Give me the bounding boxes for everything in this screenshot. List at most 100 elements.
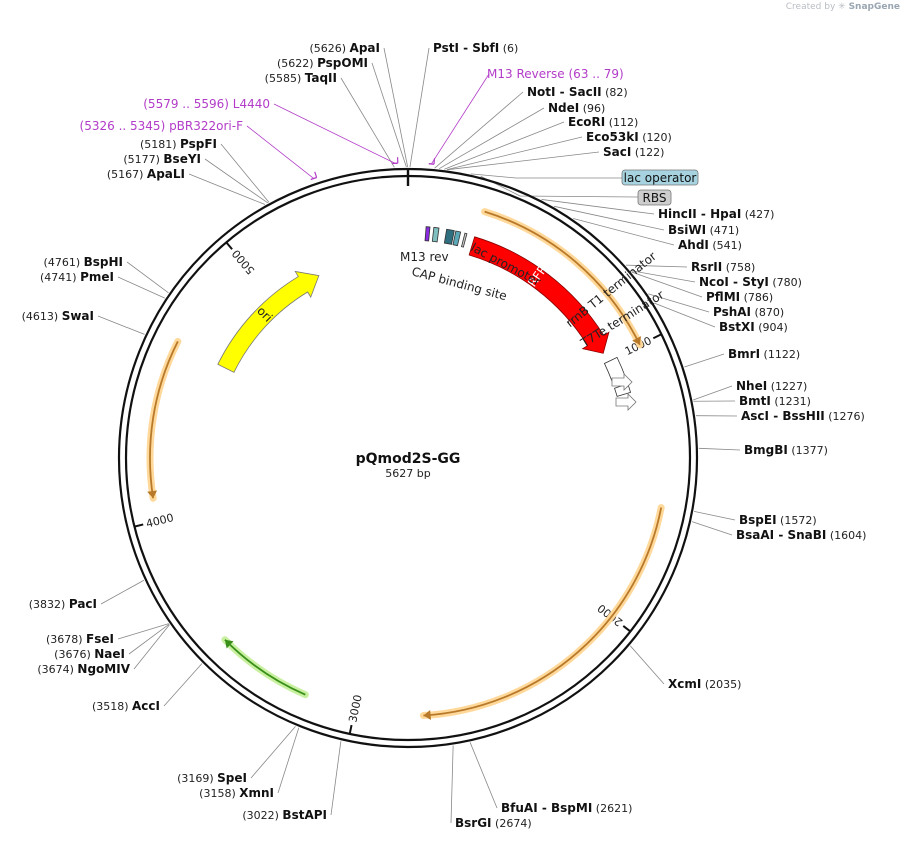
- enzyme-label-paci: (3832) PacI: [29, 597, 97, 611]
- enzyme-position: (3022): [242, 809, 282, 822]
- primer-connector: [246, 125, 314, 179]
- enzyme-connector: [698, 447, 741, 451]
- primer-label-pbr322ori-f: (5326 .. 5345) pBR322ori-F: [80, 119, 244, 133]
- enzyme-label-xmni: (3158) XmnI: [199, 786, 274, 800]
- enzyme-name: SwaI: [62, 309, 94, 323]
- enzyme-name: Eco53kI: [586, 130, 639, 144]
- primer-bind-mark: [314, 171, 318, 178]
- enzyme-position: (122): [631, 146, 664, 159]
- enzyme-position: (4761): [44, 256, 84, 269]
- enzyme-position: (5622): [277, 57, 317, 70]
- enzyme-connector: [133, 624, 170, 670]
- enzyme-connector: [383, 47, 409, 168]
- enzyme-name: ApaLI: [147, 167, 185, 181]
- coordinate-tick-mark: [225, 241, 233, 250]
- enzyme-label-pshai: PshAI (870): [713, 305, 784, 319]
- enzyme-connector: [446, 136, 583, 170]
- enzyme-connector: [277, 727, 300, 794]
- enzyme-position: (904): [755, 321, 788, 334]
- feature-cap-binding-site-label: CAP binding site: [410, 264, 508, 303]
- orf-arcs: [146, 208, 665, 720]
- enzyme-name: EcoRI: [568, 115, 605, 129]
- enzyme-label-fsei: (3678) FseI: [46, 632, 114, 646]
- enzyme-name: BstAPI: [282, 808, 327, 822]
- enzyme-name: SacI: [603, 145, 631, 159]
- enzyme-connector: [128, 623, 170, 655]
- enzyme-position: (1122): [760, 348, 800, 361]
- enzyme-name: NdeI: [548, 101, 579, 115]
- enzyme-position: (1604): [826, 529, 866, 542]
- enzyme-label-ndei: NdeI (96): [548, 101, 605, 115]
- enzyme-label-bfuai-bspmi: BfuAI - BspMI (2621): [501, 801, 632, 815]
- enzyme-connector: [691, 521, 733, 536]
- enzyme-label-saci: SacI (122): [603, 145, 664, 159]
- enzyme-connector: [330, 741, 342, 816]
- enzyme-connector: [409, 47, 430, 168]
- enzyme-connector: [648, 293, 710, 313]
- orf-arrowhead: [423, 710, 432, 720]
- enzyme-name: NheI: [736, 379, 767, 393]
- primer-labels: M13 Reverse (63 .. 79)(5579 .. 5596) L44…: [80, 67, 624, 181]
- enzyme-connector: [340, 77, 395, 168]
- enzyme-name: XmnI: [239, 786, 274, 800]
- enzyme-label-apai: (5626) ApaI: [309, 41, 380, 55]
- enzyme-position: (82): [602, 86, 628, 99]
- credit-prefix: Created by: [785, 2, 836, 12]
- enzyme-label-bspei: BspEI (1572): [739, 513, 817, 527]
- enzyme-position: (2621): [592, 802, 632, 815]
- enzyme-connector: [204, 158, 269, 204]
- enzyme-label-taqii: (5585) TaqII: [265, 71, 337, 85]
- enzyme-connector: [371, 62, 407, 168]
- enzyme-position: (5626): [309, 42, 349, 55]
- enzyme-position: (471): [706, 224, 739, 237]
- enzyme-label-naei: (3676) NaeI: [54, 647, 125, 661]
- enzyme-connector: [541, 199, 655, 215]
- enzyme-name: HincII: [658, 207, 697, 221]
- enzyme-label-pspfi: (5181) PspFI: [140, 137, 217, 151]
- enzyme-name: BseYI: [163, 152, 201, 166]
- enzyme-name: BmgBI: [744, 443, 788, 457]
- enzyme-name: PspFI: [180, 137, 217, 151]
- enzyme-position: (5585): [265, 72, 305, 85]
- primer-name: M13 Reverse: [487, 67, 569, 81]
- enzyme-connector: [126, 261, 169, 294]
- enzyme-name: PmeI: [80, 270, 114, 284]
- enzyme-connector: [444, 121, 565, 170]
- enzyme-label-eco53ki: Eco53kI (120): [586, 130, 672, 144]
- enzyme-connector: [630, 270, 696, 283]
- enzyme-name: NcoI: [699, 275, 729, 289]
- orf-arc: [149, 341, 179, 499]
- orf-arc-glow: [146, 337, 182, 502]
- enzyme-label-bsrgi: BsrGI (2674): [455, 816, 532, 830]
- enzyme-position: (780): [769, 276, 802, 289]
- enzyme-label-xcmi: XcmI (2035): [668, 677, 741, 691]
- coordinate-tick-label: 3000: [346, 694, 365, 724]
- chip-lac-operator-box: [621, 169, 699, 186]
- enzyme-connector: [684, 353, 725, 368]
- enzyme-position: (4613): [22, 310, 62, 323]
- orf-arrowhead: [224, 639, 234, 649]
- enzyme-label-bstxi: BstXI (904): [719, 320, 788, 334]
- enzyme-name: BspEI: [739, 513, 777, 527]
- enzyme-position: (1276): [825, 410, 865, 423]
- enzyme-connector: [100, 579, 145, 605]
- snapgene-logo-icon: ✳: [838, 2, 846, 12]
- enzyme-name: BstXI: [719, 320, 755, 334]
- enzyme-connector: [693, 385, 733, 401]
- enzyme-connector: [188, 173, 266, 205]
- enzyme-connector: [654, 302, 716, 328]
- enzyme-position: (541): [709, 239, 742, 252]
- enzyme-connector: [250, 726, 296, 779]
- enzyme-position: (1572): [777, 514, 817, 527]
- enzyme-name: SacII: [569, 85, 602, 99]
- feature-lac-operator-arrow: [452, 230, 462, 247]
- enzyme-label-ahdi: AhdI (541): [678, 238, 742, 252]
- orf-arrowhead: [632, 336, 642, 345]
- enzyme-position: (6): [499, 42, 518, 55]
- enzyme-connector: [631, 271, 703, 298]
- enzyme-position: (5181): [140, 138, 180, 151]
- feature-m13-rev-label: M13 rev: [400, 250, 449, 264]
- feature-rbs-arrow: [461, 232, 468, 248]
- enzyme-label-apali: (5167) ApaLI: [107, 167, 185, 181]
